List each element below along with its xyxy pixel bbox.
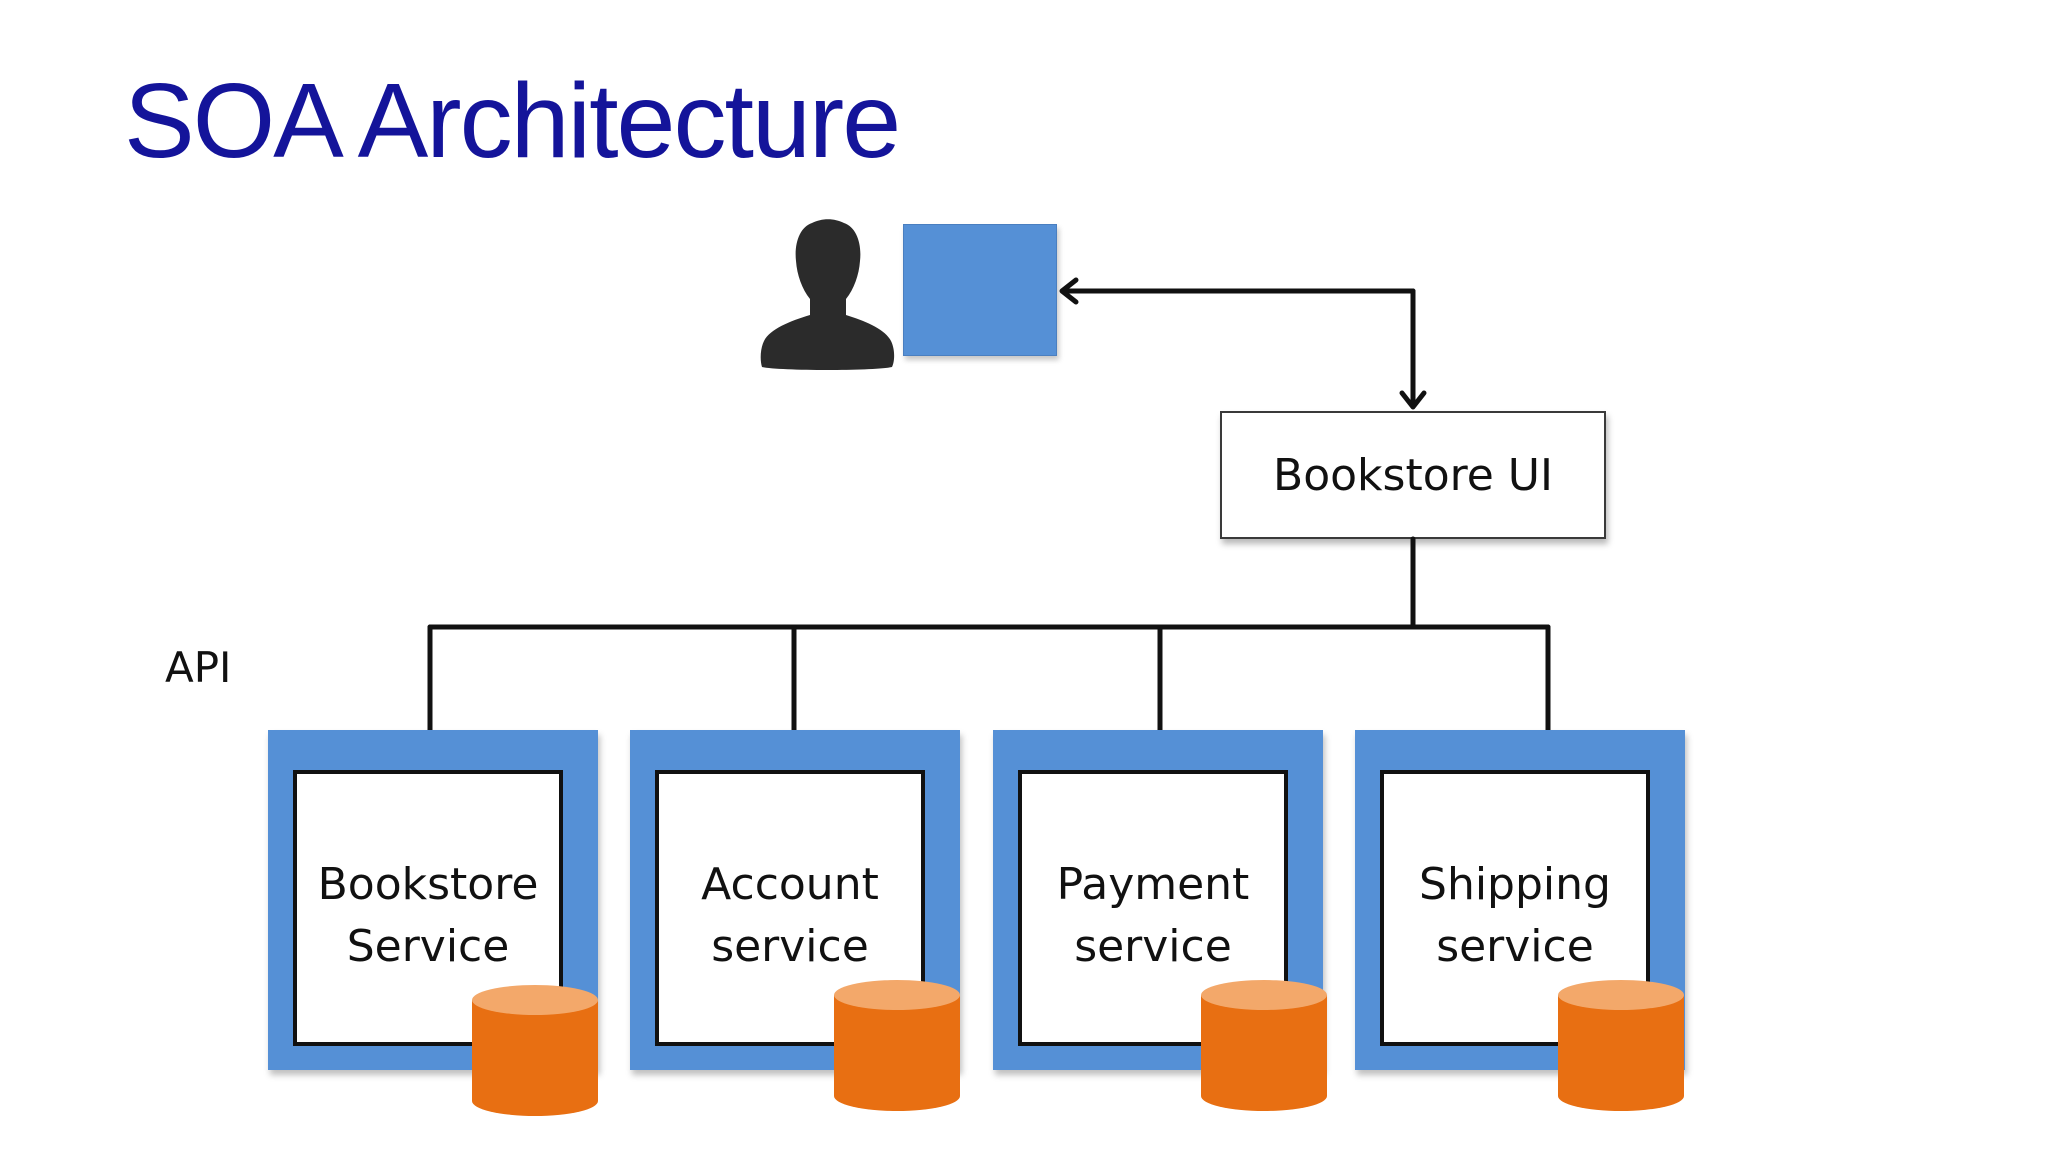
client-to-ui-line bbox=[1399, 288, 1427, 410]
service-name-line2: service bbox=[1074, 921, 1232, 972]
service-name-line1: Account bbox=[701, 859, 879, 910]
service-name-line1: Shipping bbox=[1419, 859, 1611, 910]
shipping-service-container: Shipping service bbox=[1355, 730, 1685, 1070]
service-name-line1: Bookstore bbox=[317, 859, 539, 910]
ui-to-client-line bbox=[1059, 277, 1416, 305]
service-name-line1: Payment bbox=[1056, 859, 1250, 910]
service-name-line2: service bbox=[711, 921, 869, 972]
bookstore-ui-box: Bookstore UI bbox=[1220, 411, 1606, 539]
client-screen-box bbox=[903, 224, 1057, 356]
bookstore-service-container: Bookstore Service bbox=[268, 730, 598, 1070]
bookstore-service-box: Bookstore Service bbox=[293, 770, 563, 1046]
bookstore-ui-label: Bookstore UI bbox=[1273, 449, 1553, 501]
account-service-container: Account service bbox=[630, 730, 960, 1070]
database-icon bbox=[472, 985, 598, 1116]
service-name-line2: Service bbox=[346, 921, 510, 972]
page-title: SOA Architecture bbox=[124, 62, 901, 180]
database-icon bbox=[1201, 980, 1327, 1111]
database-icon bbox=[834, 980, 960, 1111]
person-icon bbox=[760, 219, 895, 370]
api-label: API bbox=[165, 643, 232, 692]
service-name-line2: service bbox=[1436, 921, 1594, 972]
database-icon bbox=[1558, 980, 1684, 1111]
payment-service-container: Payment service bbox=[993, 730, 1323, 1070]
